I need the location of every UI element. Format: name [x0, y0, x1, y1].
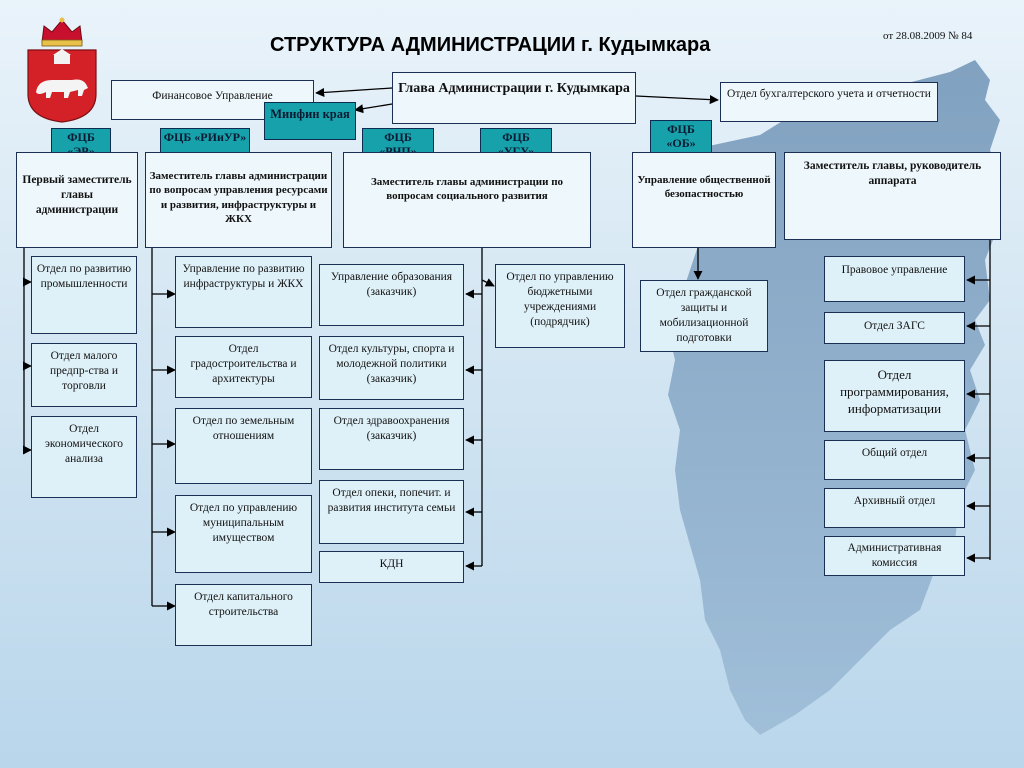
municipal-property-dept: Отдел по управлению муниципальным имущес…	[175, 495, 312, 573]
page-title: СТРУКТУРА АДМИНИСТРАЦИИ г. Кудымкара	[270, 34, 711, 56]
zags-department: Отдел ЗАГС	[824, 312, 965, 344]
badge-fcb-ob: ФЦБ «ОБ»	[650, 120, 712, 156]
culture-sports-youth-dept: Отдел культуры, спорта и молодежной поли…	[319, 336, 464, 400]
deputy-resources-box: Заместитель главы администрации по вопро…	[145, 152, 332, 248]
general-department: Общий отдел	[824, 440, 965, 480]
land-relations-dept: Отдел по земельным отношениям	[175, 408, 312, 484]
coat-of-arms-emblem	[27, 17, 97, 123]
budget-institutions-dept: Отдел по управлению бюджетными учреждени…	[495, 264, 625, 348]
accounting-department-box: Отдел бухгалтерского учета и отчетности	[720, 82, 938, 122]
legal-department: Правовое управление	[824, 256, 965, 302]
administrative-commission: Административная комиссия	[824, 536, 965, 576]
capital-construction-dept: Отдел капитального строительства	[175, 584, 312, 646]
healthcare-dept: Отдел здравоохранения (заказчик)	[319, 408, 464, 470]
economic-analysis-dept: Отдел экономического анализа	[31, 416, 137, 498]
archive-department: Архивный отдел	[824, 488, 965, 528]
deputy-apparatus-box: Заместитель главы, руководитель аппарата	[784, 152, 1001, 240]
industry-development-dept: Отдел по развитию промышленности	[31, 256, 137, 334]
kdn-box: КДН	[319, 551, 464, 583]
small-business-dept: Отдел малого предпр-ства и торговли	[31, 343, 137, 407]
education-management-dept: Управление образования (заказчик)	[319, 264, 464, 326]
first-deputy-box: Первый заместитель главы администрации	[16, 152, 138, 248]
infrastructure-management-dept: Управление по развитию инфраструктуры и …	[175, 256, 312, 328]
urban-planning-dept: Отдел градостроительства и архитектуры	[175, 336, 312, 398]
civil-defense-dept: Отдел гражданской защиты и мобилизационн…	[640, 280, 768, 352]
minfin-badge: Минфин края	[264, 102, 356, 140]
programming-it-dept: Отдел программирования, информатизации	[824, 360, 965, 432]
document-reference: от 28.08.2009 № 84	[883, 30, 973, 42]
public-security-box: Управление общественной безопастностью	[632, 152, 776, 248]
head-of-administration-box: Глава Администрации г. Кудымкара	[392, 72, 636, 124]
deputy-social-box: Заместитель главы администрации по вопро…	[343, 152, 591, 248]
guardianship-family-dept: Отдел опеки, попечит. и развития институ…	[319, 480, 464, 544]
